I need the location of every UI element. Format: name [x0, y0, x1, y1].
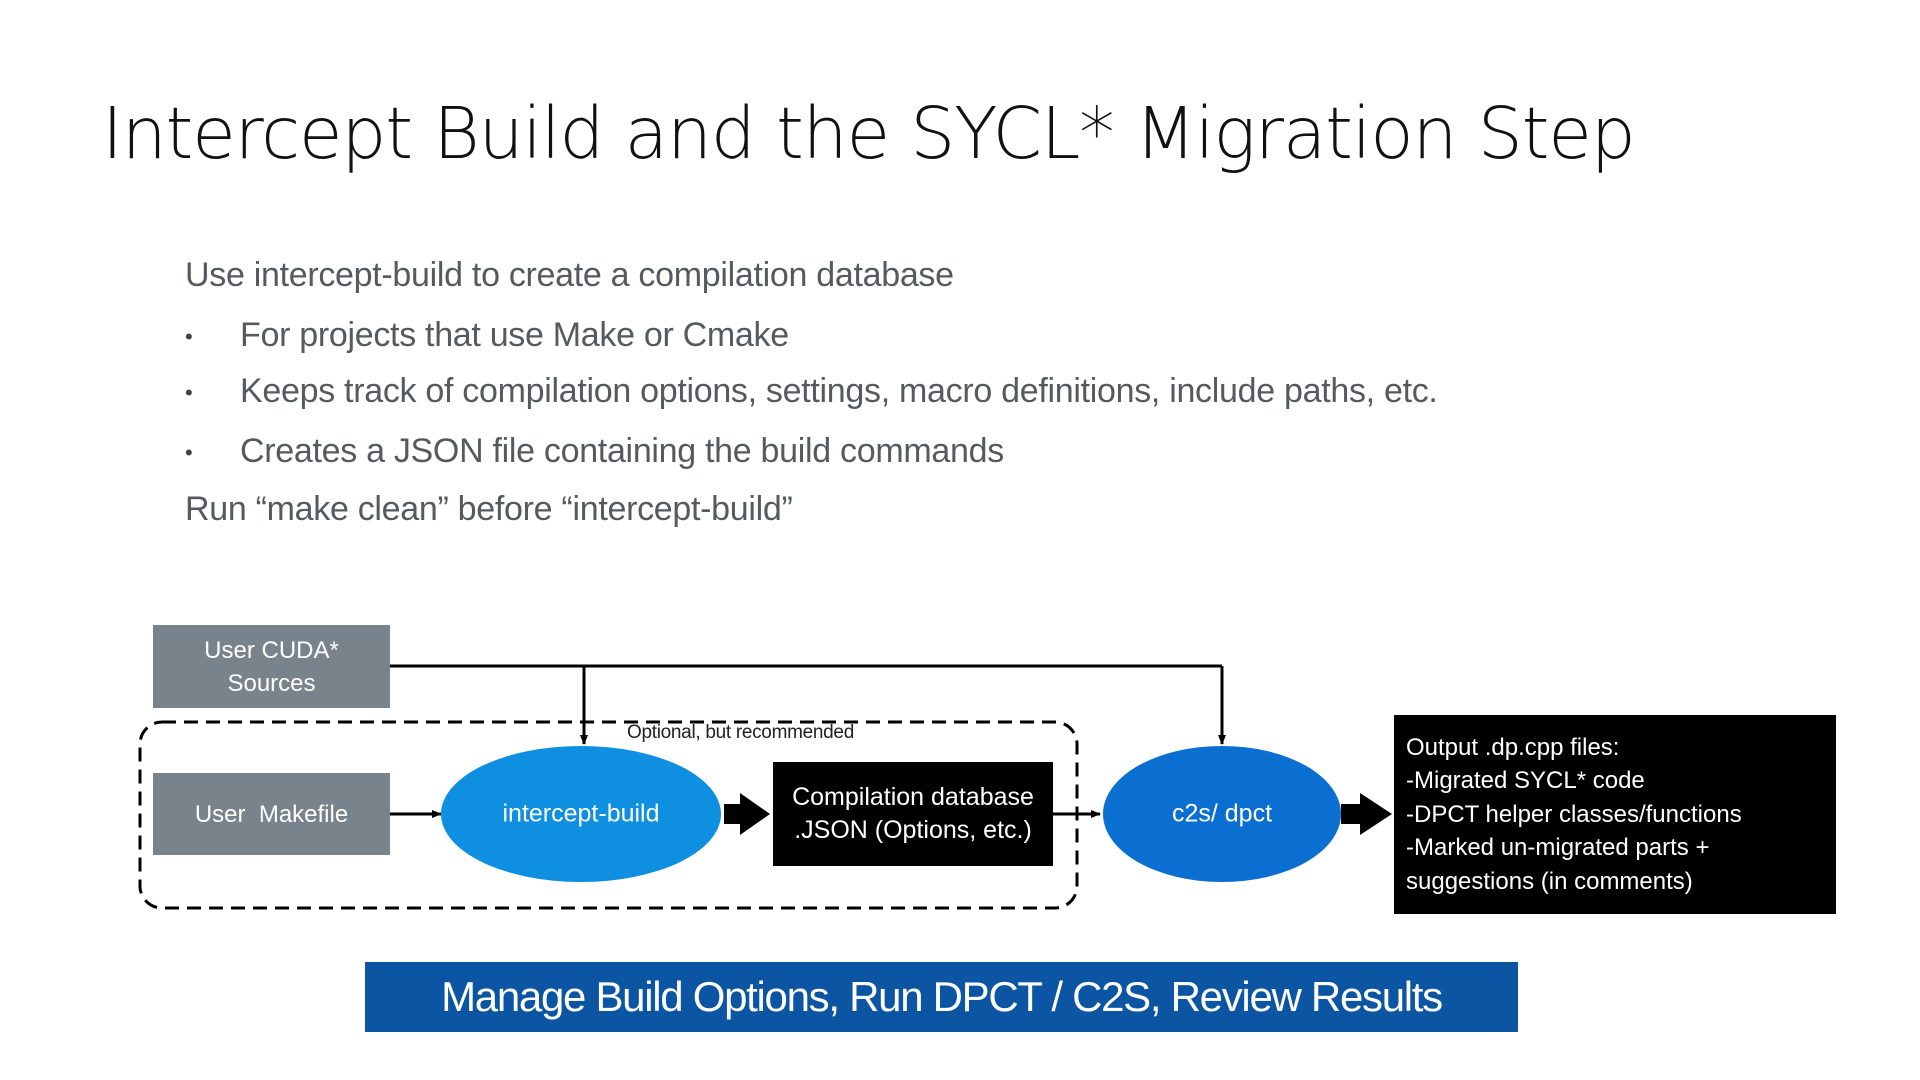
user-cuda-sources-box: User CUDA* Sources: [153, 625, 390, 708]
bullet-dot-icon: •: [185, 380, 193, 405]
compilation-database-box: Compilation database .JSON (Options, etc…: [773, 762, 1053, 866]
output-line: -Marked un-migrated parts +: [1406, 834, 1710, 862]
bullet-text: Creates a JSON file containing the build…: [240, 432, 1004, 470]
output-line: -DPCT helper classes/functions: [1406, 800, 1742, 828]
optional-label: Optional, but recommended: [627, 722, 854, 743]
c2s-dpct-node: [1103, 746, 1341, 882]
output-line: suggestions (in comments): [1406, 867, 1693, 895]
cuda-sources-line2: Sources: [227, 669, 316, 697]
slide-title: Intercept Build and the SYCL* Migration …: [102, 92, 1636, 175]
note-text: Run “make clean” before “intercept-build…: [185, 490, 793, 528]
output-line: -Migrated SYCL* code: [1406, 767, 1645, 795]
intro-text: Use intercept-build to create a compilat…: [185, 256, 954, 294]
bullet-text: Keeps track of compilation options, sett…: [240, 372, 1438, 410]
intercept-build-node: [441, 746, 721, 882]
compdb-line1: Compilation database: [792, 783, 1034, 811]
c2s-dpct-label: c2s/ dpct: [1171, 799, 1273, 828]
compdb-line2: .JSON (Options, etc.): [794, 816, 1032, 844]
arrow-c2s-to-output: [1341, 793, 1392, 835]
bullet-dot-icon: •: [185, 324, 193, 349]
output-files-box: Output .dp.cpp files: -Migrated SYCL* co…: [1394, 715, 1836, 914]
bullet-dot-icon: •: [185, 440, 193, 465]
intercept-build-label: intercept-build: [502, 799, 660, 828]
user-makefile-box: User Makefile: [153, 773, 390, 855]
bullet-text: For projects that use Make or Cmake: [240, 316, 789, 354]
output-line: Output .dp.cpp files:: [1406, 733, 1620, 761]
arrow-intercept-to-compdb: [724, 793, 770, 835]
summary-banner: Manage Build Options, Run DPCT / C2S, Re…: [365, 962, 1518, 1032]
cuda-sources-line1: User CUDA*: [204, 636, 339, 664]
